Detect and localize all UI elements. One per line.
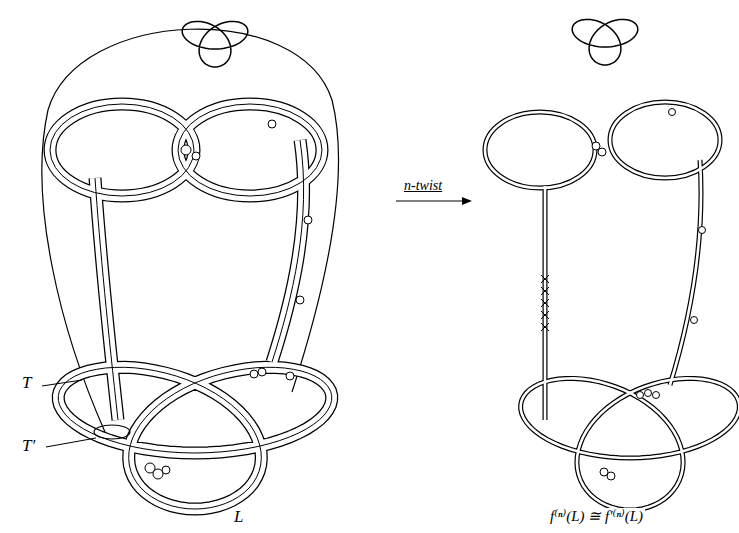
small-knot xyxy=(182,22,248,68)
region-label: T xyxy=(20,374,33,393)
region-label: T′ xyxy=(20,437,37,456)
result-formula: f⁽ⁿ⁾(L) ≅ f′⁽ⁿ⁾(L) xyxy=(548,508,645,525)
twist-marks xyxy=(541,275,549,331)
ribbon-fill xyxy=(485,102,739,510)
band-outer xyxy=(50,104,332,509)
leader-line xyxy=(42,380,82,386)
leader-line xyxy=(46,438,96,447)
band-fill xyxy=(50,104,332,509)
small-knot xyxy=(572,20,638,66)
band-core xyxy=(50,104,332,509)
arrow-head xyxy=(462,197,472,205)
operation-label: n-twist xyxy=(402,178,444,193)
ribbon-outer xyxy=(485,102,739,510)
link-label: L xyxy=(232,508,245,527)
arrow-shaft xyxy=(396,200,466,201)
clasp-symbols xyxy=(145,120,312,479)
tube-ring xyxy=(94,425,130,439)
clasp-symbols xyxy=(592,109,706,481)
